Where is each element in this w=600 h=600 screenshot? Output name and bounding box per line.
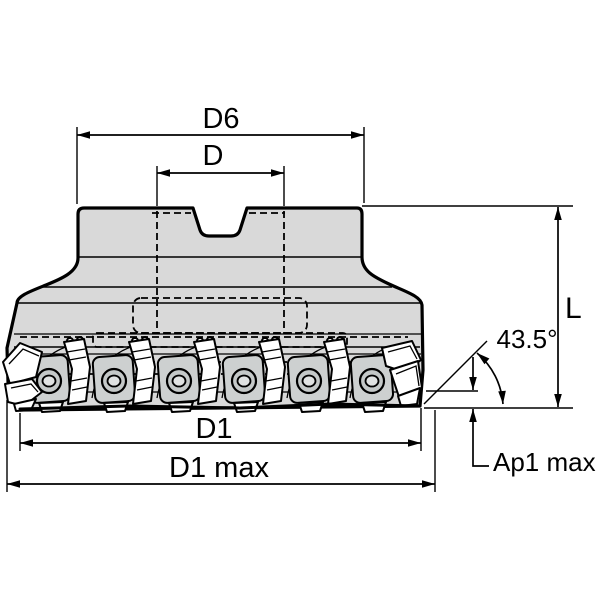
angle-arc xyxy=(476,352,506,405)
ap1-max-label: Ap1 max xyxy=(493,447,596,477)
angle-label: 43.5° xyxy=(496,324,557,354)
insert-unit xyxy=(286,336,351,413)
d-label: D xyxy=(203,140,224,172)
dimension-d1-max: D1 max xyxy=(6,400,436,492)
dimension-d6: D6 xyxy=(76,103,365,204)
d6-label: D6 xyxy=(202,103,239,135)
insert-unit xyxy=(349,343,401,413)
ap1-leader xyxy=(469,409,489,467)
left-end-facets xyxy=(2,342,43,412)
dimension-d: D xyxy=(156,140,285,206)
dimension-ap1-max: Ap1 max xyxy=(426,357,596,477)
insert-units xyxy=(26,336,401,413)
d1-max-label: D1 max xyxy=(169,452,269,484)
l-label: L xyxy=(565,292,582,325)
dimension-lead-angle: 43.5° xyxy=(423,324,558,405)
dimension-d1: D1 xyxy=(19,408,422,451)
dimension-l: L xyxy=(362,205,582,409)
cutting-edge-bottom xyxy=(18,402,422,411)
right-end-facets xyxy=(381,340,423,407)
insert-unit xyxy=(221,336,286,413)
d1-label: D1 xyxy=(195,413,232,445)
insert-band xyxy=(2,336,423,413)
insert-unit xyxy=(156,336,221,413)
angle-reference-line xyxy=(423,340,488,405)
insert-unit xyxy=(91,336,156,413)
